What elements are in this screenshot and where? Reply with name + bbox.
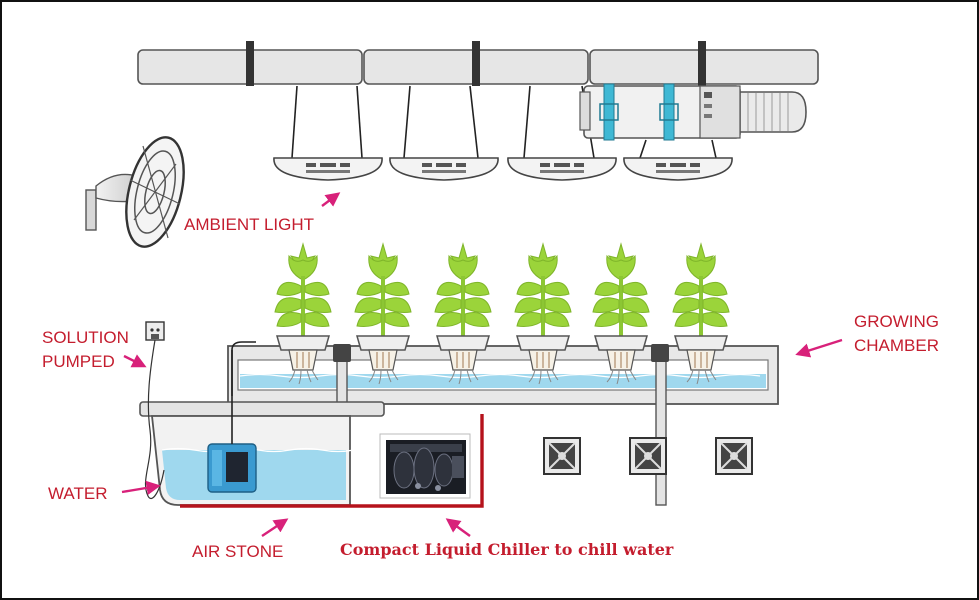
label-arrows xyxy=(121,192,843,537)
liquid-chiller-icon xyxy=(379,433,471,499)
chiller-frame xyxy=(180,414,484,508)
water-reservoir xyxy=(139,401,385,506)
grow-light-fixture-icon xyxy=(273,85,733,181)
label-growing-chamber-line1: GROWING xyxy=(854,312,939,331)
exhaust-fan-icon xyxy=(543,437,753,475)
water-pump-icon xyxy=(207,350,257,493)
label-air-stone: AIR STONE xyxy=(192,542,284,561)
label-solution-pumped-line1: SOLUTION xyxy=(42,328,129,347)
label-chiller: Compact Liquid Chiller to chill water xyxy=(340,540,674,559)
label-solution-pumped-line2: PUMPED xyxy=(42,352,115,371)
ceiling-beam xyxy=(137,41,819,86)
label-growing-chamber-line2: CHAMBER xyxy=(854,336,940,355)
ventilation-duct-icon xyxy=(579,83,807,141)
wall-fan-icon xyxy=(85,136,185,248)
label-water: WATER xyxy=(48,484,108,503)
label-ambient-light: AMBIENT LIGHT xyxy=(184,215,315,234)
growing-chamber xyxy=(227,345,779,405)
power-outlet-icon xyxy=(144,321,165,500)
